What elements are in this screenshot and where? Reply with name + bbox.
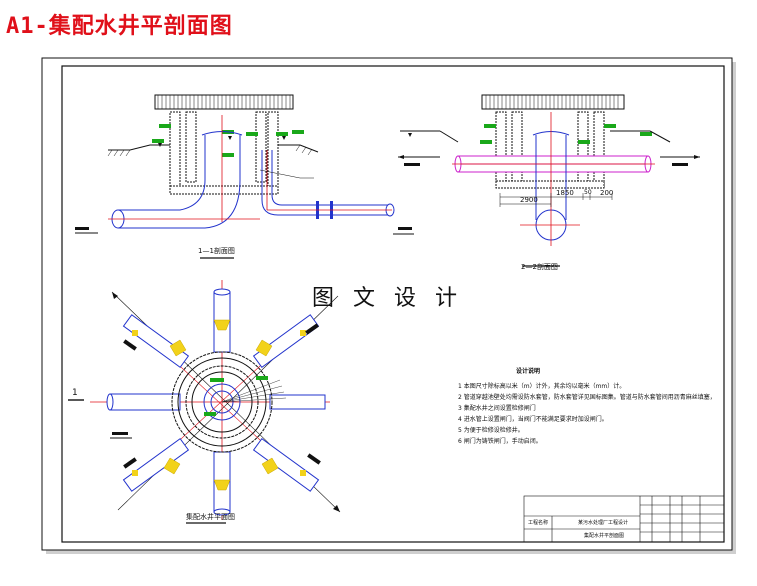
design-notes: 设计说明 1 本图尺寸除标高以米（m）计外，其余均以毫米（mm）计。 2 管道穿…: [458, 366, 713, 447]
notes-item: 4 进水管上设置闸门，当阀门不能满足要求时加设闸门。: [458, 416, 608, 423]
title-block: [523, 495, 725, 543]
title-block-drawing-name: 集配水井平剖面图: [584, 533, 625, 539]
wall-right: [267, 111, 279, 193]
level-tag: [292, 130, 304, 134]
level-tag: [152, 139, 164, 143]
riser-pipe: [535, 135, 567, 220]
notes-item: 3 集配水井之间设置检修闸门: [458, 405, 536, 412]
wall-left: [495, 111, 507, 188]
label-block: [398, 227, 412, 230]
title-block-label: 工程名称: [528, 520, 549, 526]
wall-left: [169, 111, 181, 193]
level-tag: [159, 124, 171, 128]
floor-slab: [495, 180, 605, 189]
section-1-1-caption: 1—1剖面图: [198, 247, 235, 255]
center-riser: [203, 383, 241, 421]
inlet-pipe: [118, 135, 241, 229]
wall-right: [593, 111, 605, 188]
section-2-2: [398, 94, 700, 267]
dim-1850: 1850: [556, 189, 574, 197]
branch-pipe: [457, 155, 649, 165]
wall-inner-left: [185, 111, 197, 183]
level-tag: [222, 153, 234, 157]
floor-slab: [169, 185, 279, 195]
notes-item: 5 为便于检修设检修井。: [458, 427, 524, 434]
inner-frame: [61, 65, 725, 543]
level-tag: [246, 132, 258, 136]
watermark: 图 文 设 计: [312, 286, 463, 311]
page-title: A1-集配水井平剖面图: [6, 14, 233, 39]
wall-inner-right: [255, 111, 267, 183]
label-block: [75, 227, 89, 230]
notes-item: 6 闸门为铸铁闸门，手动启闭。: [458, 438, 542, 445]
plan-view: [68, 280, 341, 524]
pipe-west: [109, 393, 181, 411]
dim-2900: 2900: [520, 196, 538, 204]
outlet-pipe: [261, 150, 390, 216]
outer-ring: [171, 351, 273, 453]
plan-caption: 集配水井平面图: [186, 513, 235, 521]
notes-heading: 设计说明: [515, 368, 540, 375]
notes-item: 1 本图尺寸除标高以米（m）计外，其余均以毫米（mm）计。: [458, 383, 626, 390]
dim-50: 50: [584, 189, 592, 196]
level-tag: [276, 132, 288, 136]
top-slab: [481, 94, 625, 110]
section-mark: 1: [72, 388, 78, 398]
top-slab: [154, 94, 294, 110]
dim-200: 200: [600, 189, 614, 197]
section-2-2-caption: 2—2剖面图: [521, 263, 558, 271]
title-block-project: 某污水处理厂工程设计: [578, 520, 629, 526]
notes-item: 2 管道穿越池壁处均需设防水套管，防水套管详见国标图集。管道与防水套管间用沥青麻…: [458, 394, 713, 401]
branch-pipe: [457, 163, 649, 173]
section-1-1: [75, 94, 414, 259]
